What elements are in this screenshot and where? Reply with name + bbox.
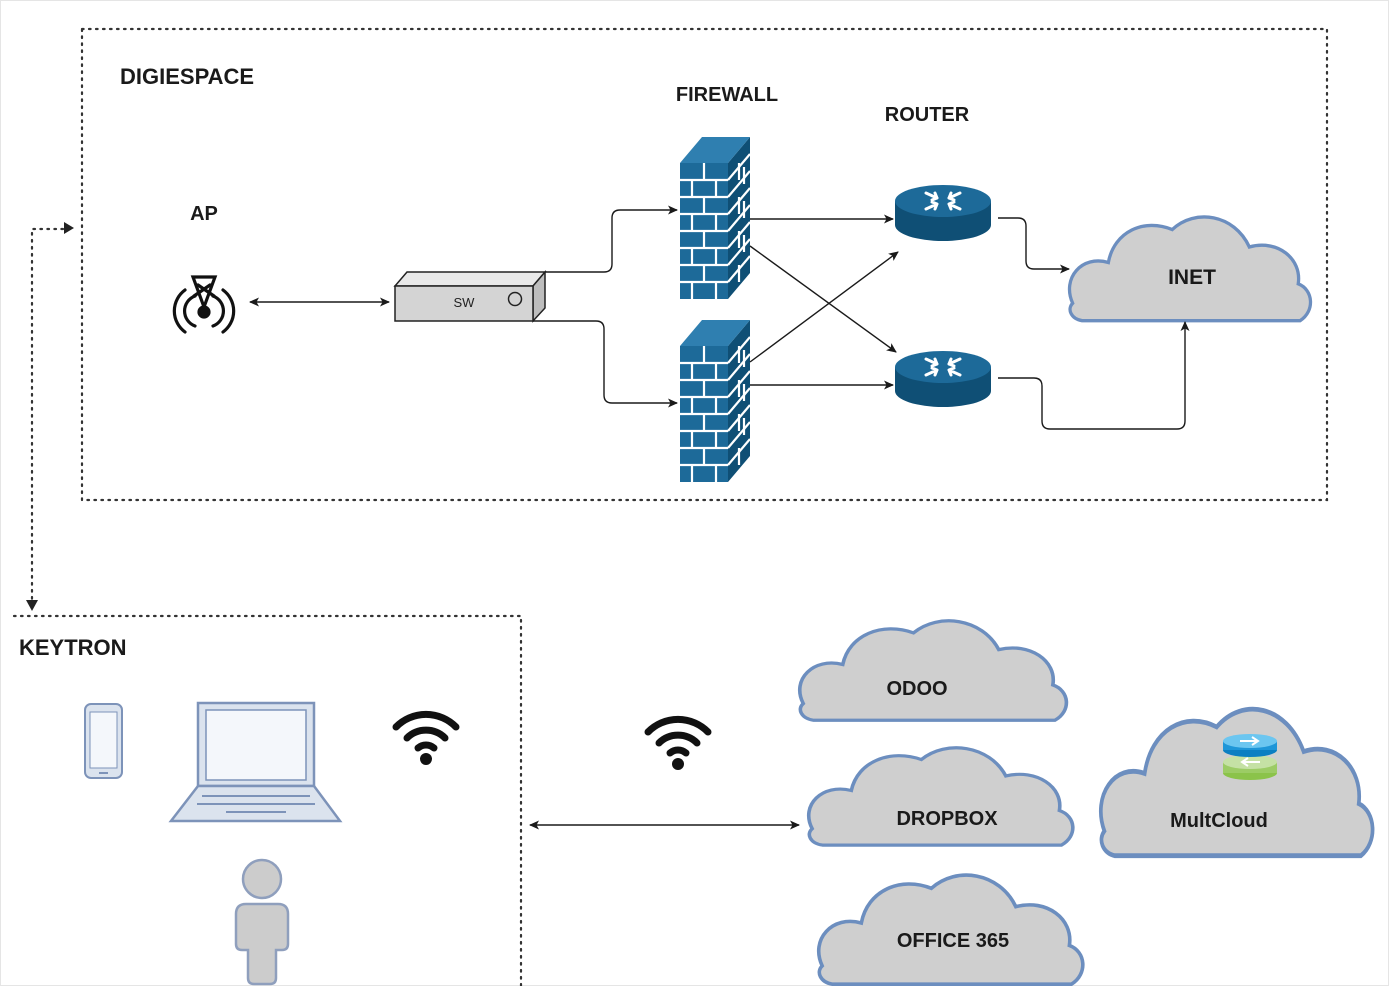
user-icon: [234, 858, 290, 986]
keytron-group: [12, 614, 523, 986]
switch-label: SW: [454, 295, 476, 310]
laptop-icon: [168, 701, 343, 823]
firewall-label: FIREWALL: [676, 84, 778, 106]
inet-label: INET: [1168, 266, 1216, 289]
edge-fw-top-router-bottom: [749, 245, 897, 353]
smartphone-icon: [84, 703, 123, 779]
multcloud-logo-icon: [1223, 734, 1277, 780]
ap-label: AP: [190, 203, 218, 225]
digiespace-title: DIGIESPACE: [120, 64, 254, 89]
edge-router-bottom-inet: [998, 321, 1190, 430]
office365-label: OFFICE 365: [897, 930, 1009, 952]
switch-icon: [393, 269, 547, 323]
edge-fw-bottom-router-top: [749, 251, 899, 363]
router-label: ROUTER: [885, 104, 970, 126]
router-icon-top: [893, 183, 993, 243]
firewall-icon-bottom: [678, 318, 752, 484]
multcloud-label: MultCloud: [1170, 810, 1268, 832]
edge-switch-firewall-top: [545, 205, 678, 273]
wifi-ap-icon: [172, 275, 236, 334]
digiespace-group: [80, 27, 1329, 502]
group-link-arrow-down: [26, 600, 38, 611]
keytron-title: KEYTRON: [19, 635, 127, 660]
router-icon-bottom: [893, 349, 993, 409]
edge-router-top-inet: [998, 217, 1070, 274]
group-link-arrow-right: [64, 222, 74, 234]
group-link-dotted: [30, 227, 72, 608]
dropbox-label: DROPBOX: [896, 808, 998, 830]
edge-switch-firewall-bottom: [533, 320, 678, 408]
odoo-label: ODOO: [886, 678, 947, 700]
firewall-icon-top: [678, 135, 752, 301]
